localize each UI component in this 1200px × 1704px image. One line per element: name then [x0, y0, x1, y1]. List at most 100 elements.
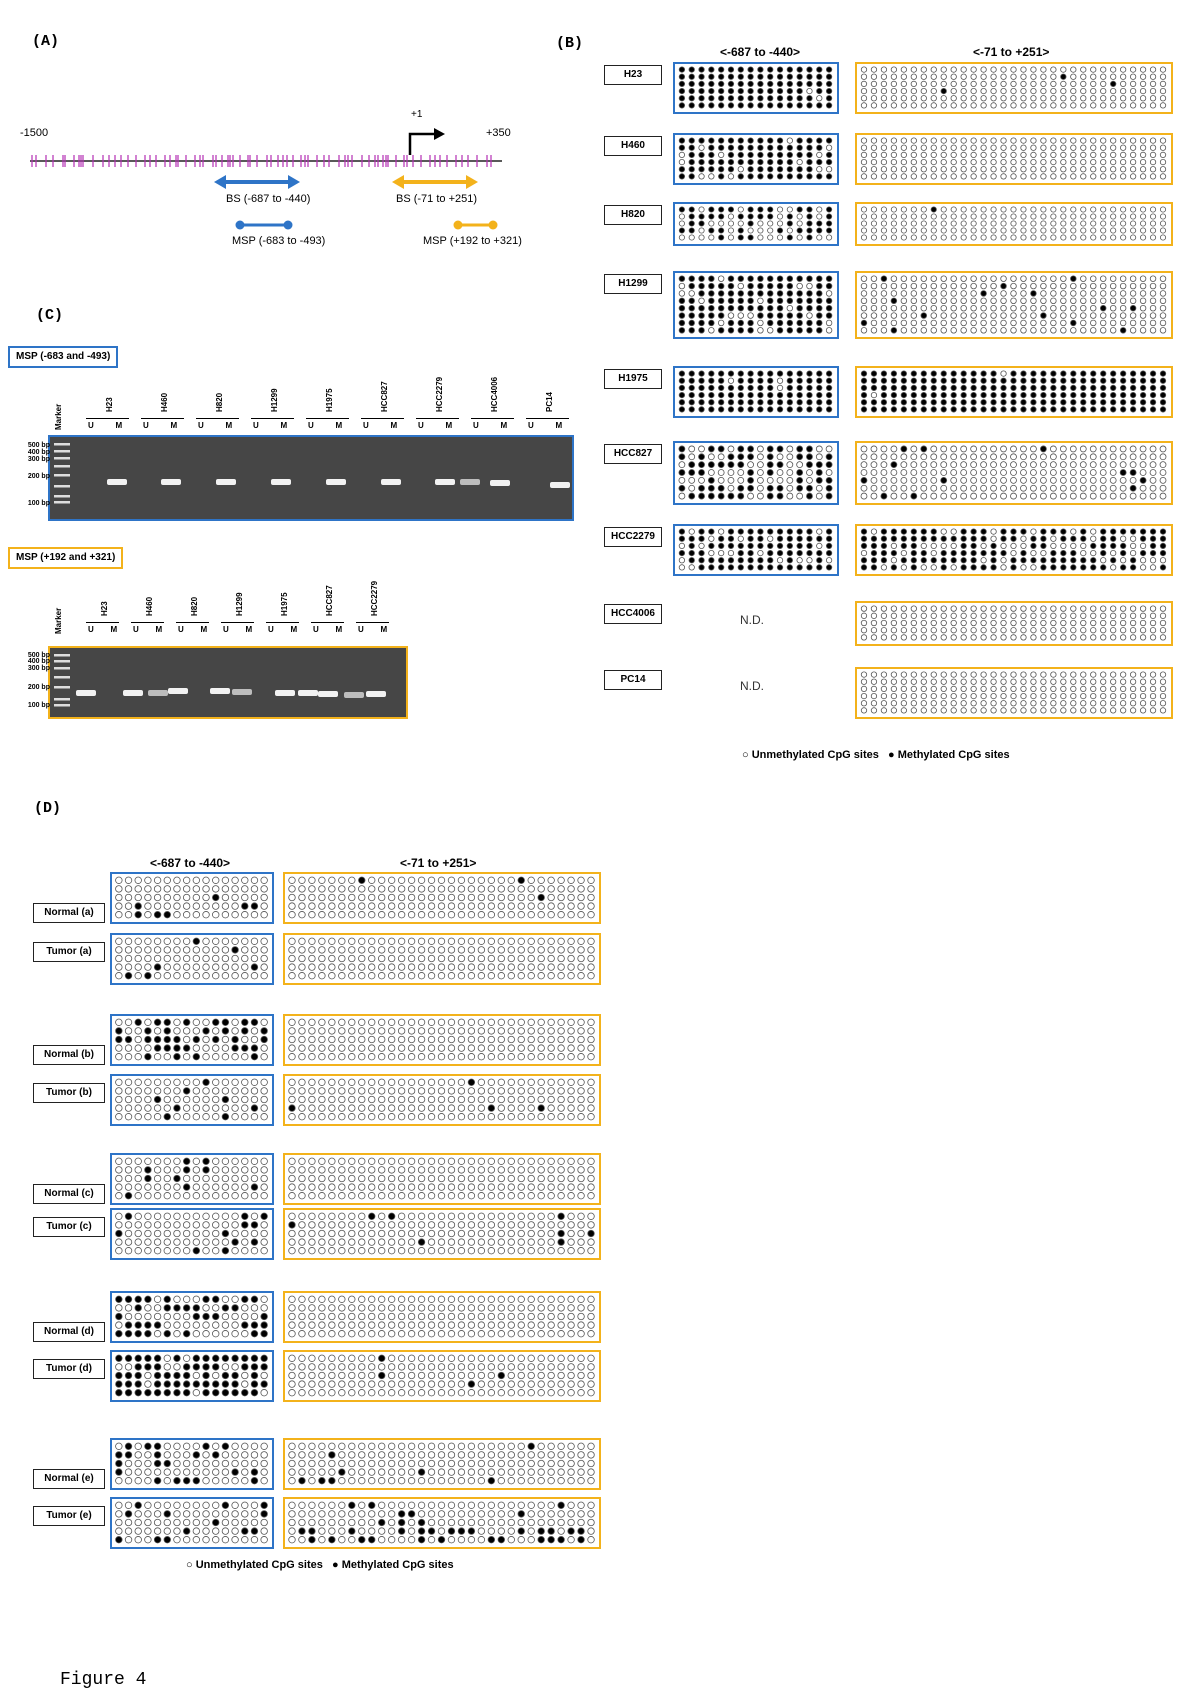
- methylated-cpg-dot: [221, 1371, 230, 1380]
- unmethylated-cpg-dot: [241, 1312, 249, 1321]
- methylated-cpg-dot: [192, 937, 201, 945]
- unmethylated-cpg-dot: [328, 1501, 336, 1509]
- methylated-cpg-dot: [860, 384, 868, 392]
- unmethylated-cpg-dot: [338, 972, 346, 980]
- methylated-cpg-dot: [727, 102, 735, 109]
- unmethylated-cpg-dot: [397, 1095, 406, 1104]
- unmethylated-cpg-dot: [457, 1510, 466, 1518]
- unmethylated-cpg-dot: [517, 1477, 525, 1485]
- unmethylated-cpg-dot: [1040, 619, 1047, 627]
- unmethylated-cpg-dot: [900, 700, 907, 707]
- methylated-cpg-dot: [1100, 549, 1107, 557]
- unmethylated-cpg-dot: [960, 700, 967, 707]
- unmethylated-cpg-dot: [231, 1183, 239, 1191]
- unmethylated-cpg-dot: [437, 1095, 446, 1104]
- unmethylated-cpg-dot: [202, 1212, 210, 1220]
- unmethylated-cpg-dot: [427, 1238, 436, 1246]
- unmethylated-cpg-dot: [960, 453, 968, 461]
- unmethylated-cpg-dot: [134, 954, 142, 963]
- methylated-cpg-dot: [860, 319, 868, 327]
- unmethylated-cpg-dot: [1100, 290, 1107, 297]
- unmethylated-cpg-dot: [260, 1157, 268, 1165]
- unmethylated-cpg-dot: [447, 1192, 456, 1200]
- methylated-cpg-dot: [767, 542, 774, 550]
- unmethylated-cpg-dot: [880, 476, 888, 484]
- unmethylated-cpg-dot: [338, 1192, 346, 1200]
- methylated-cpg-dot: [816, 87, 823, 95]
- unmethylated-cpg-dot: [378, 1095, 386, 1104]
- methylated-cpg-dot: [698, 391, 705, 399]
- methylated-cpg-dot: [747, 453, 754, 461]
- unmethylated-cpg-dot: [298, 1380, 306, 1388]
- unmethylated-cpg-dot: [517, 1104, 525, 1112]
- methylated-cpg-dot: [727, 80, 735, 88]
- unmethylated-cpg-dot: [980, 282, 987, 290]
- methylated-cpg-dot: [1030, 542, 1037, 550]
- unmethylated-cpg-dot: [890, 484, 898, 492]
- methylated-cpg-dot: [1139, 399, 1147, 406]
- unmethylated-cpg-dot: [308, 1459, 316, 1468]
- methylated-cpg-dot: [250, 1221, 259, 1229]
- unmethylated-cpg-dot: [920, 144, 927, 151]
- methylated-cpg-dot: [124, 1510, 133, 1518]
- unmethylated-cpg-dot: [587, 1018, 595, 1026]
- unmethylated-cpg-dot: [527, 1312, 535, 1321]
- unmethylated-cpg-dot: [890, 66, 898, 73]
- unmethylated-cpg-dot: [557, 1304, 565, 1312]
- unmethylated-cpg-dot: [1090, 634, 1097, 641]
- unmethylated-cpg-dot: [487, 893, 496, 902]
- methylated-cpg-dot: [153, 963, 162, 971]
- unmethylated-cpg-dot: [577, 1363, 585, 1371]
- unmethylated-cpg-dot: [1140, 220, 1147, 227]
- ladder-band: [54, 660, 70, 663]
- methylated-cpg-dot: [786, 312, 794, 319]
- methylated-cpg-dot: [880, 275, 888, 282]
- methylated-cpg-dot: [718, 391, 725, 399]
- unmethylated-cpg-dot: [890, 158, 898, 166]
- unmethylated-cpg-dot: [298, 1304, 306, 1312]
- unmethylated-cpg-dot: [231, 1113, 239, 1121]
- unmethylated-cpg-dot: [567, 1238, 575, 1246]
- unmethylated-cpg-dot: [221, 963, 230, 971]
- unmethylated-cpg-dot: [860, 234, 868, 241]
- unmethylated-cpg-dot: [960, 297, 967, 305]
- methylated-cpg-dot: [747, 87, 754, 95]
- unmethylated-cpg-dot: [288, 1330, 296, 1338]
- unmethylated-cpg-dot: [407, 1221, 416, 1229]
- methylated-cpg-dot: [767, 304, 774, 312]
- unmethylated-cpg-dot: [517, 1212, 525, 1220]
- unmethylated-cpg-dot: [477, 893, 486, 902]
- methylated-cpg-dot: [688, 220, 695, 227]
- cpg-grid-svg: [860, 275, 1167, 334]
- unmethylated-cpg-dot: [407, 885, 416, 893]
- methylated-cpg-dot: [1060, 557, 1067, 564]
- unmethylated-cpg-dot: [318, 1247, 326, 1255]
- unmethylated-cpg-dot: [241, 1477, 249, 1485]
- methylated-cpg-dot: [776, 484, 784, 492]
- unmethylated-cpg-dot: [910, 166, 917, 173]
- unmethylated-cpg-dot: [437, 911, 446, 919]
- cpg-grid-svg: [115, 1018, 268, 1061]
- unmethylated-cpg-dot: [288, 1389, 296, 1397]
- methylated-cpg-dot: [163, 1035, 171, 1044]
- unmethylated-cpg-dot: [1070, 73, 1077, 80]
- unmethylated-cpg-dot: [1120, 220, 1127, 227]
- methylated-cpg-dot: [727, 95, 735, 102]
- unmethylated-cpg-dot: [1129, 173, 1137, 180]
- unmethylated-cpg-dot: [427, 1174, 436, 1183]
- methylated-cpg-dot: [880, 370, 888, 377]
- unmethylated-cpg-dot: [860, 461, 868, 469]
- unmethylated-cpg-dot: [397, 1371, 406, 1380]
- unmethylated-cpg-dot: [816, 206, 823, 213]
- unmethylated-cpg-dot: [328, 1363, 336, 1371]
- unmethylated-cpg-dot: [437, 1183, 446, 1191]
- unmethylated-cpg-dot: [1129, 542, 1137, 550]
- methylated-cpg-dot: [825, 528, 833, 535]
- unmethylated-cpg-dot: [577, 1078, 585, 1086]
- unmethylated-cpg-dot: [417, 1363, 426, 1371]
- unmethylated-cpg-dot: [757, 445, 764, 453]
- unmethylated-cpg-dot: [1010, 319, 1017, 327]
- unmethylated-cpg-dot: [212, 1304, 220, 1312]
- left-region-grid: [110, 1014, 274, 1066]
- unmethylated-cpg-dot: [1090, 158, 1097, 166]
